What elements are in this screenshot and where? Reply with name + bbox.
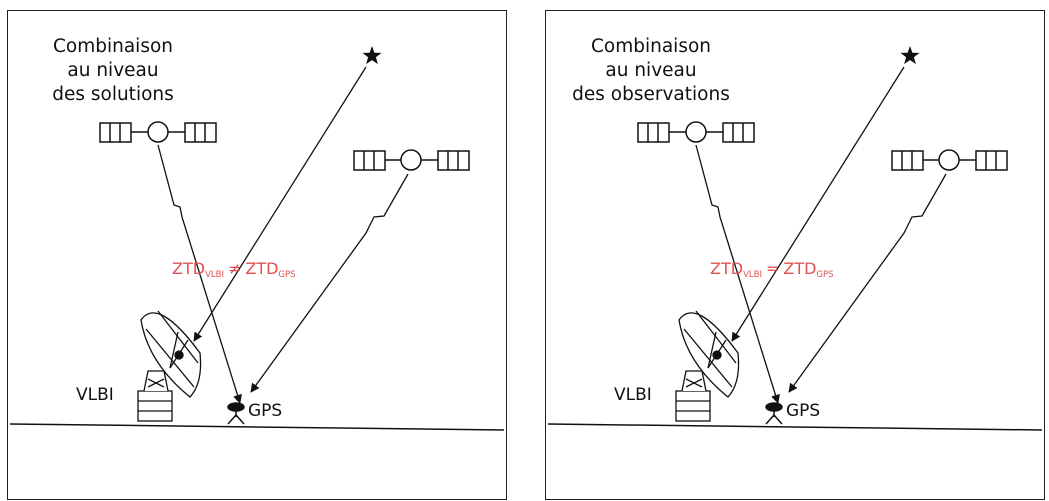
signal-sat1-to-gps [695, 144, 780, 404]
signal-sat2-to-gps [250, 173, 409, 393]
ztd-relation: ZTDVLBI≠ZTDGPS [172, 259, 296, 280]
title-line-2: au niveau [67, 60, 159, 81]
satellite-icon [99, 121, 217, 143]
title-line-1: Combinaison [590, 36, 712, 57]
ztd-gps: ZTD [783, 259, 817, 278]
signal-sat1-to-gps [157, 144, 242, 404]
radio-telescope-icon [137, 310, 202, 422]
gps-receiver-icon [765, 402, 783, 425]
vlbi-label: VLBI [76, 385, 114, 405]
diagram-artwork [547, 46, 1043, 431]
title-line-3: des solutions [52, 84, 174, 105]
ztd-gps: ZTD [245, 259, 279, 278]
vlbi-label: VLBI [614, 385, 652, 405]
star-icon [900, 46, 920, 65]
satellite-icon [637, 121, 755, 143]
ztd-vlbi-sub: VLBI [743, 270, 762, 280]
ground-line [547, 423, 1043, 431]
ztd-vlbi: ZTD [172, 259, 206, 278]
title-line-3: des observations [572, 84, 730, 105]
star-icon [362, 46, 382, 65]
panel-observation-combination: Combinaison au niveau des observations [545, 10, 1045, 500]
title-line-1: Combinaison [52, 36, 174, 57]
ztd-gps-sub: GPS [278, 270, 296, 280]
ztd-relation-symbol: = [765, 259, 780, 278]
gps-receiver-icon [227, 402, 245, 425]
ztd-gps-sub: GPS [816, 270, 834, 280]
ztd-vlbi: ZTD [710, 259, 744, 278]
gps-label: GPS [786, 401, 821, 421]
diagram-artwork [9, 46, 505, 431]
gps-label: GPS [248, 401, 283, 421]
panel-title: Combinaison au niveau des solutions [18, 35, 208, 107]
radio-telescope-icon [675, 310, 740, 422]
ztd-relation-symbol: ≠ [227, 259, 242, 278]
satellite-icon [891, 149, 1008, 171]
signal-sat2-to-gps [788, 173, 947, 393]
signal-star-to-vlbi [193, 66, 367, 342]
signal-star-to-vlbi [731, 66, 905, 342]
panel-title: Combinaison au niveau des observations [556, 35, 746, 107]
title-line-2: au niveau [605, 60, 697, 81]
satellite-icon [353, 149, 470, 171]
ground-line [9, 423, 505, 431]
ztd-relation: ZTDVLBI=ZTDGPS [710, 259, 834, 280]
panel-solution-combination: Combinaison au niveau des solutions [7, 10, 507, 500]
ztd-vlbi-sub: VLBI [205, 270, 224, 280]
